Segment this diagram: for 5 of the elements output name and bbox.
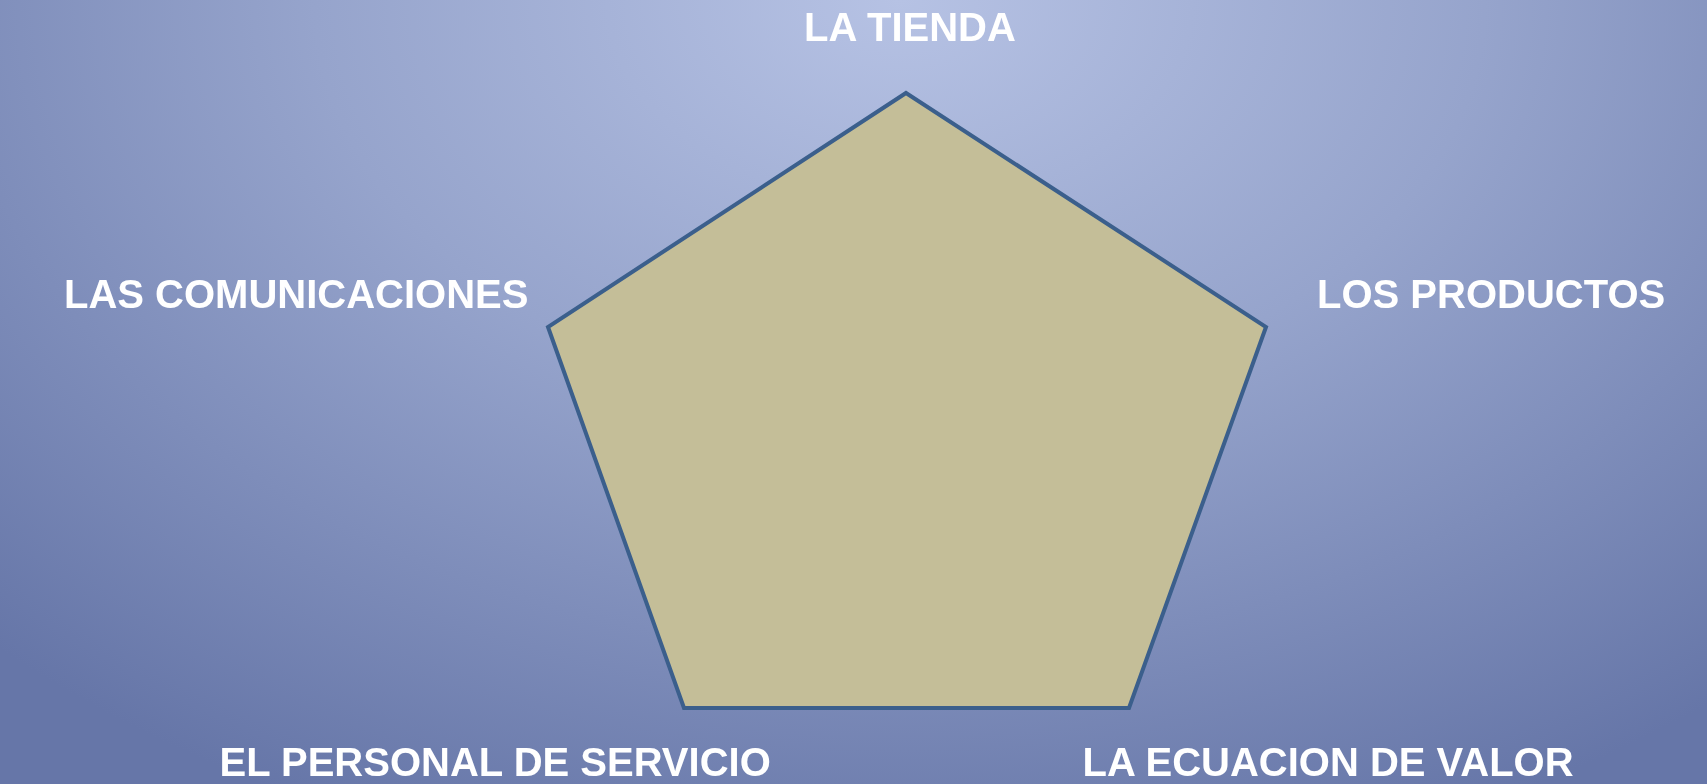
vertex-label: LAS COMUNICACIONES xyxy=(64,271,529,317)
vertex-label: LA ECUACION DE VALOR xyxy=(1082,739,1574,784)
vertex-label: EL PERSONAL DE SERVICIO xyxy=(219,739,771,784)
vertex-label: LOS PRODUCTOS xyxy=(1317,271,1666,317)
vertex-label: LA TIENDA xyxy=(804,4,1016,50)
